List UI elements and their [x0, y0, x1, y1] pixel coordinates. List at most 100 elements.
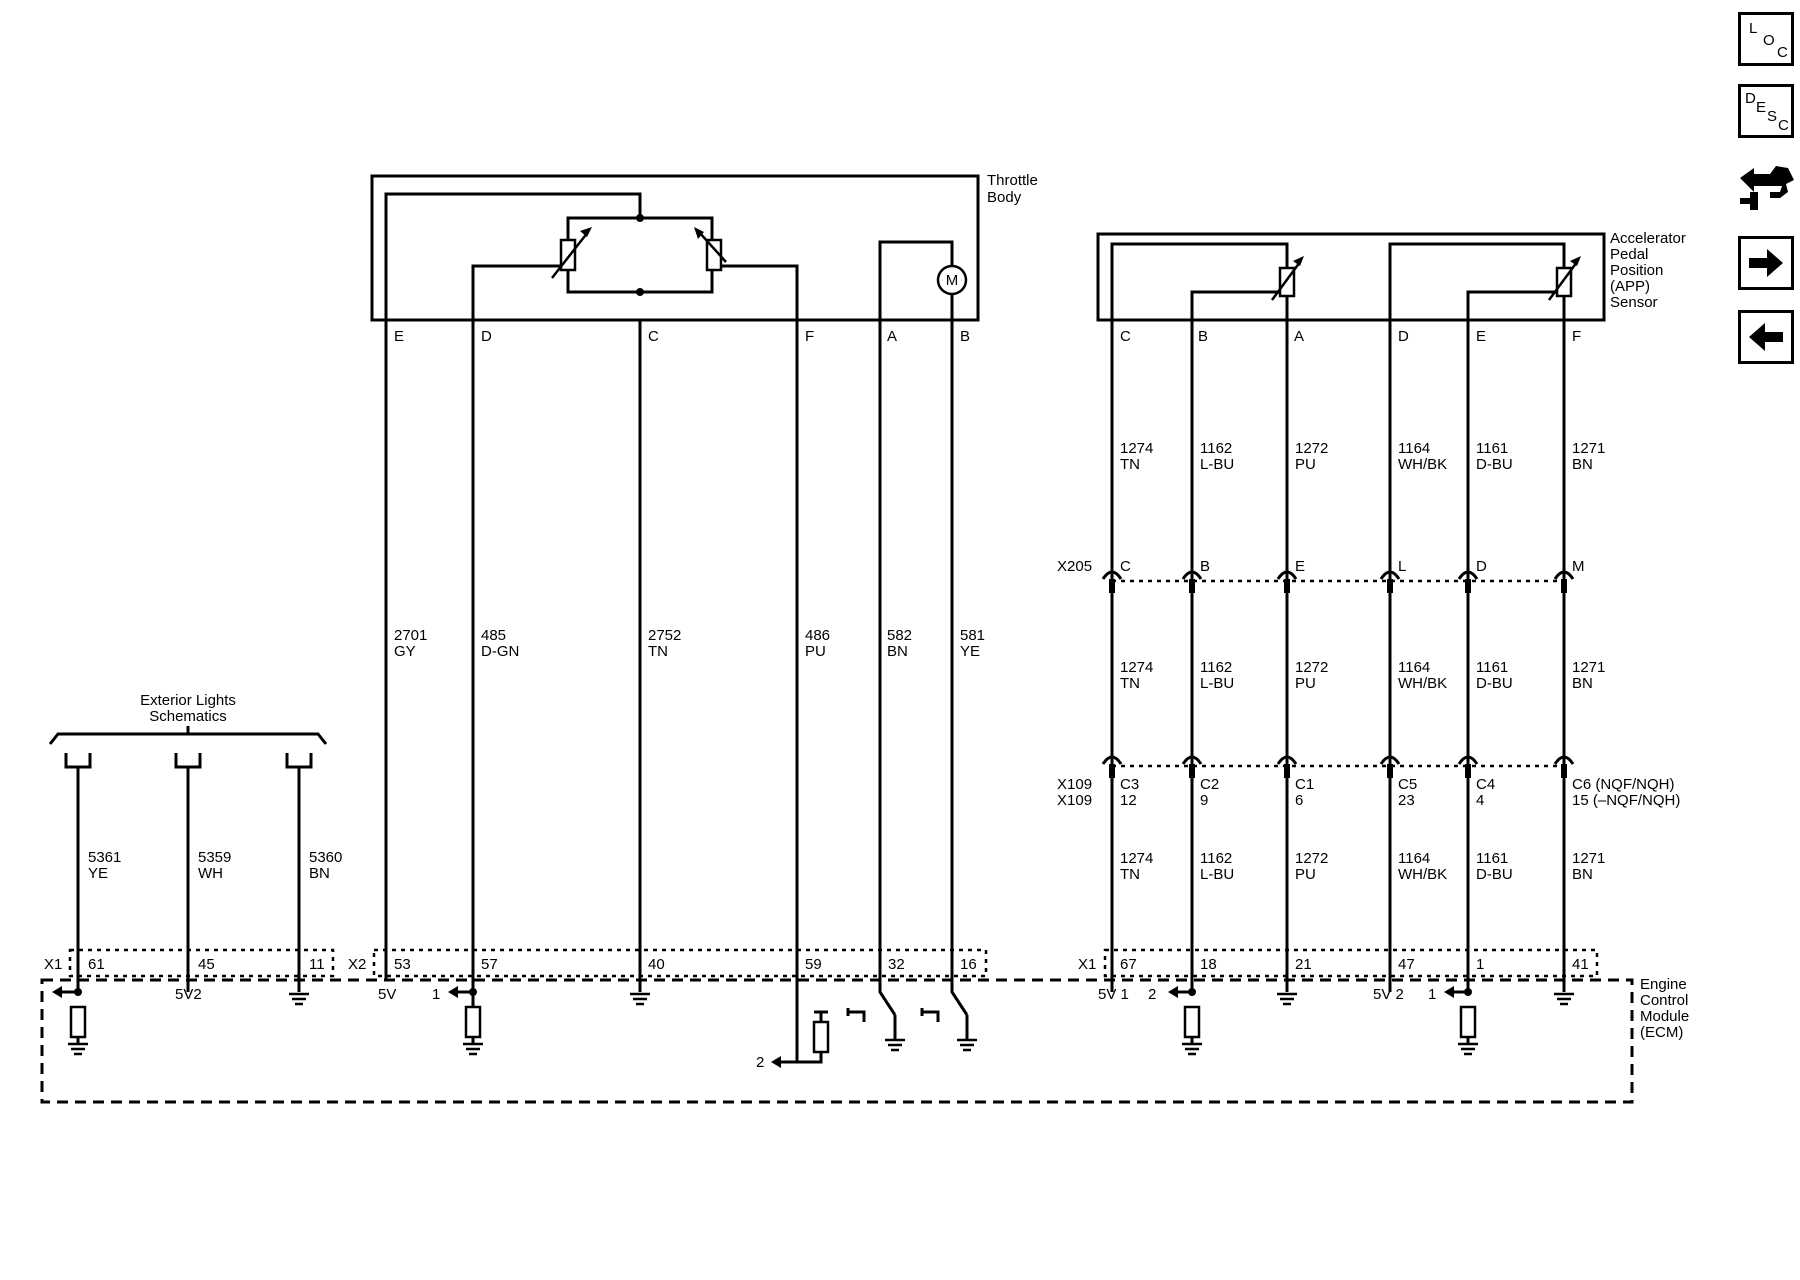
app-pin-labels: C B A D E F [1120, 328, 1581, 345]
app-wire-circuit: 1164 [1398, 659, 1430, 676]
connector-terminal [1561, 764, 1567, 778]
connector-splice-mark [1181, 755, 1203, 765]
connector-terminal [1109, 764, 1115, 778]
x2-pin: 32 [888, 956, 905, 973]
app-wire-color: L-BU [1200, 675, 1234, 692]
svg-text:X1: X1 [44, 956, 62, 973]
app-wire-color: D-BU [1476, 866, 1513, 883]
app-wire-circuit: 1164 [1398, 440, 1430, 457]
ecm-internal-lights: 5V2 [52, 986, 311, 1056]
connector-splice-mark [1457, 755, 1479, 765]
x2-pin: 53 [394, 956, 411, 973]
x1-left-pin: 61 [88, 956, 105, 973]
svg-text:2: 2 [756, 1054, 764, 1071]
connector-splice-mark [1553, 570, 1575, 580]
svg-text:Sensor: Sensor [1610, 294, 1658, 311]
svg-text:D: D [481, 328, 492, 345]
previous-page-button[interactable] [1738, 310, 1794, 364]
app-wire-circuit: 1272 [1295, 659, 1328, 676]
connector-terminal [1465, 764, 1471, 778]
app-wires: 1274TN1274TN1274TNCC312671162L-BU1162L-B… [1101, 320, 1680, 992]
svg-text:2701: 2701 [394, 627, 427, 644]
connector-splice-mark [1276, 755, 1298, 765]
connector-splice-mark [1101, 755, 1123, 765]
app-wire-color: BN [1572, 866, 1593, 883]
ecm-internal-throttle: 5V 1 2 [378, 986, 979, 1071]
x109-cavity: C4 [1476, 776, 1495, 793]
svg-text:X1: X1 [1078, 956, 1096, 973]
x109-pin: 15 (–NQF/NQH) [1572, 792, 1680, 809]
exterior-lights-label: Exterior Lights Schematics [140, 692, 236, 725]
svg-text:M: M [946, 272, 959, 289]
x109-cavity: C3 [1120, 776, 1139, 793]
x109-cavity: C5 [1398, 776, 1417, 793]
svg-text:PU: PU [805, 643, 826, 660]
next-page-button[interactable] [1738, 236, 1794, 290]
svg-text:X109: X109 [1057, 792, 1092, 809]
throttle-pin-labels: E D C F A B [394, 328, 970, 345]
svg-text:A: A [1294, 328, 1304, 345]
app-wire-color: TN [1120, 675, 1140, 692]
svg-text:BN: BN [887, 643, 908, 660]
connector-view-icon[interactable] [1736, 158, 1798, 216]
app-wire-color: L-BU [1200, 866, 1234, 883]
app-wire-circuit: 1161 [1476, 659, 1508, 676]
ecm-boundary [40, 978, 1634, 1104]
light-wire-circuit: 5361 [88, 849, 121, 866]
light-wire-color: BN [309, 865, 330, 882]
svg-text:1: 1 [1428, 986, 1436, 1003]
svg-text:Accelerator: Accelerator [1610, 230, 1686, 247]
svg-text:Position: Position [1610, 262, 1663, 279]
light-connector-tab [285, 753, 313, 769]
connector-splice-mark [1379, 755, 1401, 765]
app-wire-circuit: 1162 [1200, 850, 1232, 867]
svg-text:5V 1: 5V 1 [1098, 986, 1129, 1003]
svg-text:Exterior Lights: Exterior Lights [140, 692, 236, 709]
app-wire-circuit: 1274 [1120, 850, 1153, 867]
app-wire-color: WH/BK [1398, 456, 1447, 473]
svg-text:F: F [805, 328, 814, 345]
connector-terminal [1284, 579, 1290, 593]
x2-pin: 16 [960, 956, 977, 973]
ecm-internal-app: 5V 1 2 5V 2 1 [1098, 986, 1576, 1056]
connector-splice-mark [1553, 755, 1575, 765]
app-wire-circuit: 1161 [1476, 440, 1508, 457]
x1-left-pin: 11 [309, 956, 325, 973]
connector-terminal [1465, 579, 1471, 593]
app-wire-circuit: 1271 [1572, 659, 1605, 676]
x205-pin: D [1476, 558, 1487, 575]
svg-text:A: A [887, 328, 897, 345]
x205-pin: M [1572, 558, 1585, 575]
x1-left-pin: 45 [198, 956, 215, 973]
svg-text:B: B [1198, 328, 1208, 345]
x109-label: X109 X109 [1057, 776, 1092, 809]
location-button[interactable]: L O C [1738, 12, 1794, 66]
x2-pin: 59 [805, 956, 822, 973]
app-wire-color: TN [1120, 866, 1140, 883]
x1-right-pin: 41 [1572, 956, 1589, 973]
x109-cavity: C1 [1295, 776, 1314, 793]
x1-right-pin: 67 [1120, 956, 1137, 973]
svg-text:X2: X2 [348, 956, 366, 973]
throttle-body-label: Throttle Body [987, 172, 1038, 206]
app-wire-circuit: 1162 [1200, 440, 1232, 457]
connector-terminal [1189, 579, 1195, 593]
svg-text:E: E [1476, 328, 1486, 345]
connector-splice-mark [1457, 570, 1479, 580]
svg-text:1: 1 [432, 986, 440, 1003]
svg-text:D: D [1398, 328, 1409, 345]
svg-text:X205: X205 [1057, 558, 1092, 575]
app-wire-color: WH/BK [1398, 866, 1447, 883]
app-wire-circuit: 1271 [1572, 440, 1605, 457]
connector-strip-x1-right [1103, 948, 1599, 978]
app-wire-circuit: 1164 [1398, 850, 1430, 867]
svg-text:(APP): (APP) [1610, 278, 1650, 295]
description-button[interactable]: D E S C [1738, 84, 1794, 138]
svg-text:C: C [1120, 328, 1131, 345]
x1-right-pin: 21 [1295, 956, 1312, 973]
app-wire-color: L-BU [1200, 456, 1234, 473]
connector-terminal [1109, 579, 1115, 593]
app-wire-color: BN [1572, 456, 1593, 473]
x1-right-pin: 18 [1200, 956, 1217, 973]
